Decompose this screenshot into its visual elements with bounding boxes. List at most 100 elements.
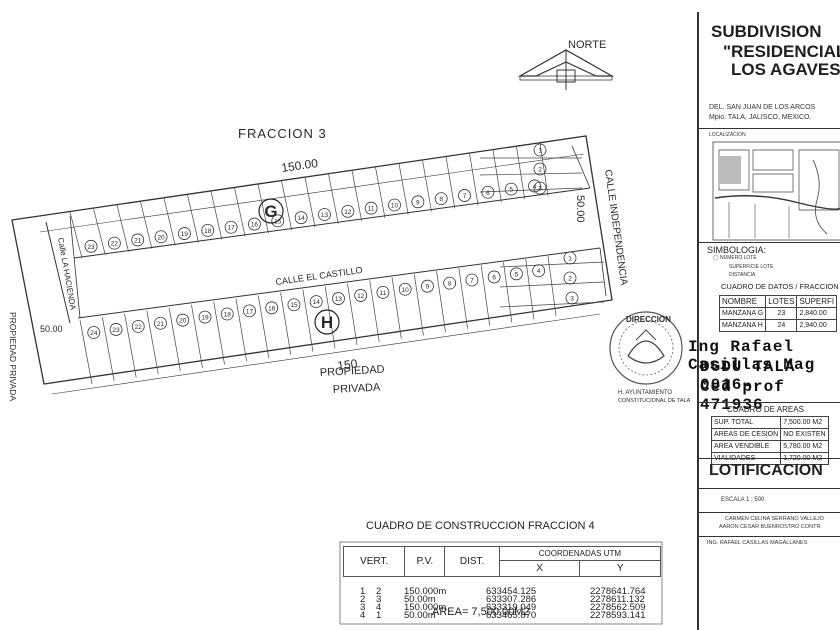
lot-number: 16: [248, 217, 261, 231]
calle-independencia: CALLE INDEPENDENCIA: [602, 169, 629, 286]
lot-number: 4: [528, 179, 541, 193]
svg-text:17: 17: [246, 308, 254, 315]
credit-2: AARON CESAR BUENROSTRO CONTR: [719, 524, 821, 530]
construction-cell: 3: [360, 602, 366, 613]
construction-cell: 2: [376, 586, 382, 597]
svg-text:8: 8: [448, 281, 452, 288]
lot-number: 3: [533, 181, 547, 195]
calle-el-castillo: CALLE EL CASTILLO: [275, 265, 363, 287]
lot-number: 14: [294, 211, 308, 225]
construction-cell: 633465.870: [486, 610, 537, 621]
north-label: NORTE: [568, 39, 606, 51]
propiedad-privada-bottom-1: PROPIEDAD: [320, 364, 385, 379]
lot-number: 23: [84, 239, 98, 253]
lot-number: 19: [178, 227, 191, 240]
svg-text:14: 14: [298, 215, 306, 222]
svg-text:20: 20: [157, 234, 165, 241]
los-agaves-title: LOS AGAVES: [731, 60, 840, 79]
lot-number: 22: [107, 236, 121, 250]
plot-outline: [11, 135, 613, 395]
areas-cell: NO EXISTEN: [780, 428, 829, 441]
header-y: Y: [579, 560, 661, 577]
construction-cell: 50.00m: [404, 610, 436, 621]
svg-text:H: H: [321, 313, 333, 332]
svg-text:12: 12: [357, 293, 365, 300]
header-coords: COORDENADAS UTM: [498, 546, 662, 561]
lot-number: 13: [332, 292, 345, 305]
svg-text:4: 4: [537, 268, 541, 275]
lot-number: 13: [318, 208, 331, 221]
lot-number: 11: [364, 201, 378, 215]
lot-number: 22: [131, 319, 145, 333]
svg-text:17: 17: [227, 225, 235, 232]
svg-text:1: 1: [568, 256, 572, 263]
lot-number-icon: ◯: [713, 255, 720, 261]
svg-text:10: 10: [402, 287, 410, 294]
svg-text:15: 15: [274, 218, 282, 225]
dim-bottom: 150: [336, 356, 358, 373]
construction-cell: 633307.286: [486, 594, 537, 605]
lot-number: 10: [388, 198, 401, 212]
svg-text:23: 23: [87, 244, 95, 251]
svg-text:16: 16: [268, 305, 276, 312]
dim-top: 150.00: [280, 156, 319, 175]
svg-text:13: 13: [321, 212, 329, 219]
construction-table: VERT. P.V. DIST. COORDENADAS UTM X Y: [342, 546, 662, 577]
lot-number: 11: [376, 285, 390, 299]
svg-text:18: 18: [224, 311, 232, 318]
manzana-g-marker: G: [258, 198, 284, 224]
construction-cell: 1: [360, 586, 366, 597]
manzana-h-marker: H: [314, 309, 340, 335]
datos-cell: 24: [765, 319, 798, 332]
symbol-dist: DISTANCIA: [729, 272, 756, 278]
lot-number: 17: [224, 220, 238, 234]
svg-text:2: 2: [538, 167, 542, 174]
lotification-plan: NORTE FRACCION 3 45678910111213141516171…: [8, 39, 691, 625]
symbol-lote: ◯ NUMERO LOTE: [713, 255, 757, 261]
construction-cell: 2278593.141: [590, 610, 646, 621]
datos-header-sup: SUPERFI: [796, 295, 838, 308]
lot-dividers: [69, 142, 605, 385]
lot-number: 6: [487, 270, 501, 284]
lot-number: 20: [154, 230, 168, 244]
svg-text:8: 8: [439, 196, 443, 203]
seal-stamp: DIRECCION H. AYUNTAMIENTO CONSTITUCIONAL…: [609, 311, 691, 404]
lot-number: 18: [201, 224, 215, 237]
areas-cell: 7,500.00 M2: [780, 416, 829, 429]
datos-table: NOMBRE LOTES SUPERFI MANZANA G 23 2,840.…: [718, 295, 838, 332]
svg-text:2: 2: [568, 276, 572, 283]
svg-text:7: 7: [470, 278, 474, 285]
construction-cell: 1: [376, 610, 382, 621]
calle-la-hacienda: Calle LA HACIENDA: [56, 237, 78, 311]
svg-text:16: 16: [251, 222, 259, 229]
areas-cell: AREA VENDIBLE: [710, 440, 782, 453]
svg-text:21: 21: [134, 237, 142, 244]
datos-header-lotes: LOTES: [765, 295, 798, 308]
construction-cell: 4: [360, 610, 366, 621]
localizacion-label: LOCALIZACION: [709, 132, 746, 138]
construction-cell: 2278611.132: [590, 594, 645, 605]
svg-text:9: 9: [416, 199, 420, 206]
construction-cell: 2278641.764: [590, 586, 646, 597]
datos-cell: MANZANA G: [718, 307, 767, 320]
construction-cell: 3: [376, 594, 382, 605]
lot-number: 15: [271, 214, 285, 228]
lot-number: 1: [563, 251, 577, 265]
svg-text:15: 15: [290, 302, 298, 309]
symbol-sup: SUPERFICIE LOTE: [729, 264, 774, 270]
svg-text:24: 24: [90, 330, 98, 337]
area-total: AREA= 7,500.00M2: [432, 606, 530, 618]
residencial-title: "RESIDENCIAL: [723, 42, 840, 61]
svg-text:21: 21: [157, 321, 165, 328]
symbol-lote-text: NUMERO LOTE: [720, 255, 757, 261]
header-pv: P.V.: [404, 546, 446, 577]
north-arrow-icon: [517, 49, 615, 90]
construction-cell: 633319.049: [486, 602, 537, 613]
svg-text:6: 6: [492, 274, 496, 281]
cuadro-datos-label: CUADRO DE DATOS / FRACCION: [721, 282, 839, 291]
